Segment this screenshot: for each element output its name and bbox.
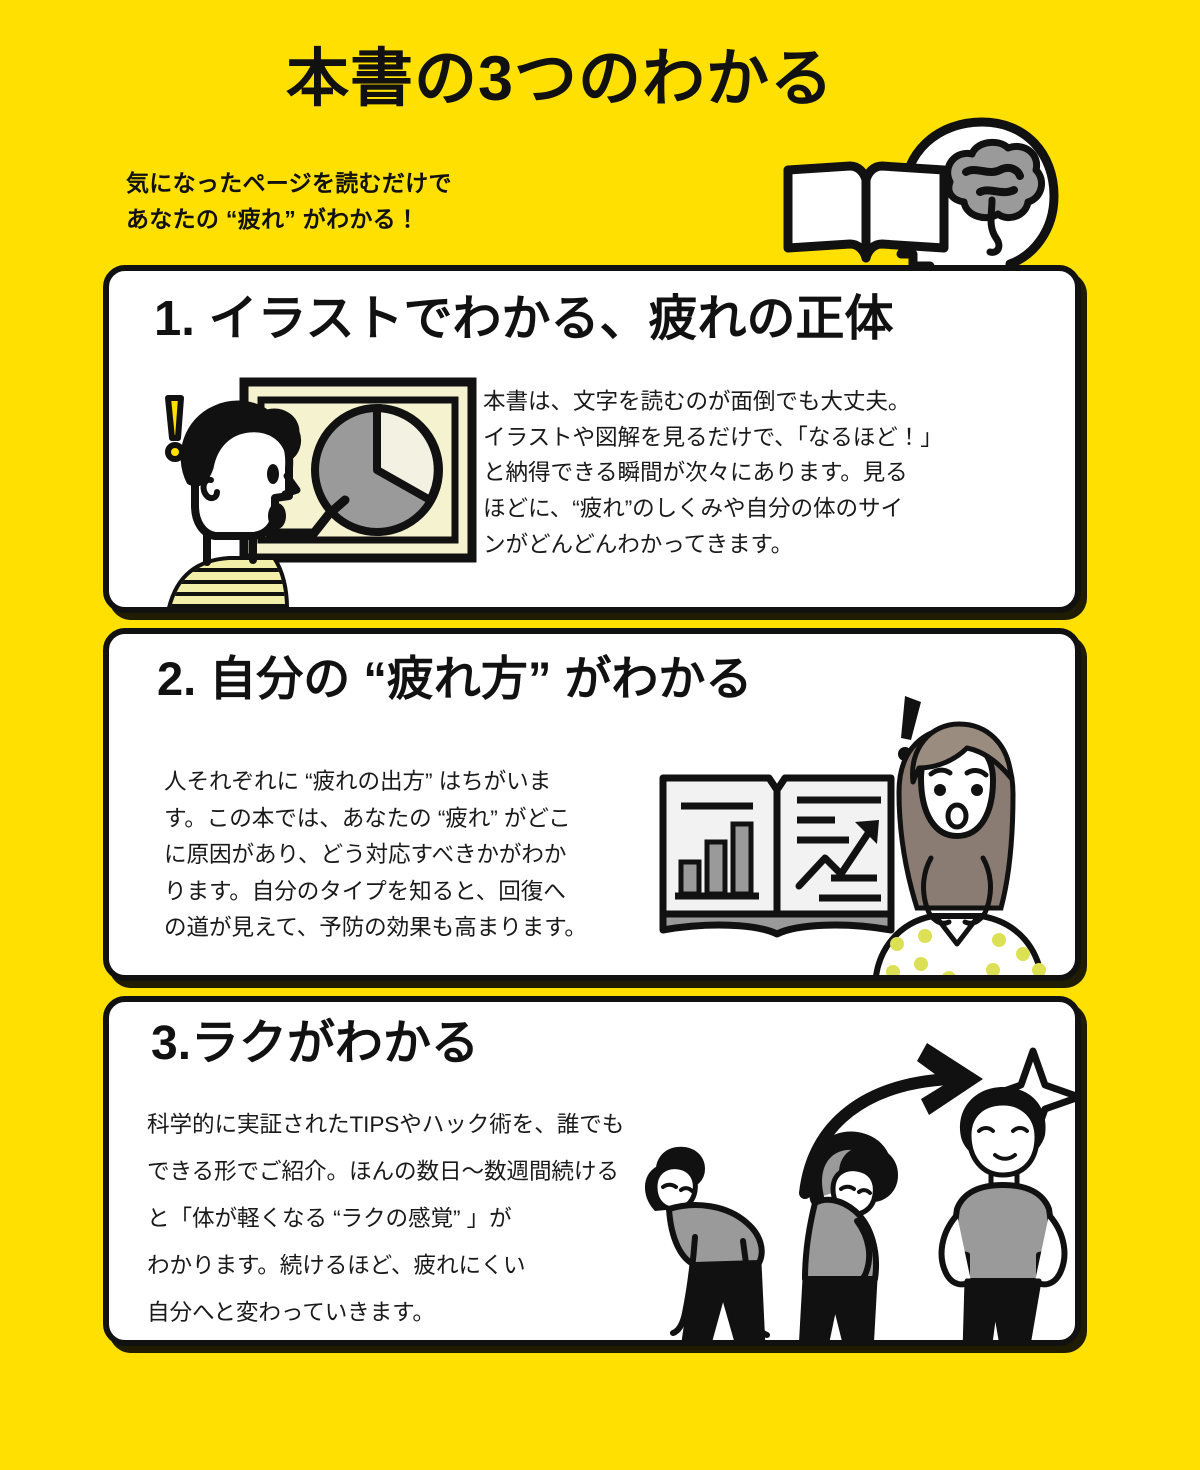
card-fatigue-type-understanding: 2. 自分の “疲れ方” がわかる — [103, 628, 1081, 981]
page-title: 本書の3つのわかる — [285, 44, 835, 114]
open-book-charts-woman-icon — [649, 682, 1075, 975]
card-2-body-line-2: す。この本では、あなたの “疲れ” がどこ — [164, 805, 571, 831]
card-3-body: 科学的に実証されたTIPSやハック術を、誰でも できる形でご紹介。ほんの数日〜数… — [147, 1102, 767, 1337]
man-viewing-pie-chart-icon — [149, 376, 479, 607]
card-3-body-line-3: と「体が軽くなる “ラクの感覚” 」が — [147, 1205, 512, 1231]
subtitle: 気になったページを読むだけで あなたの “疲れ” がわかる！ — [126, 166, 452, 237]
card-3-heading: 3.ラクがわかる — [151, 1017, 480, 1070]
card-2-body-line-5: の道が見えて、予防の効果も高まります。 — [164, 915, 587, 941]
subtitle-line-2: あなたの “疲れ” がわかる！ — [126, 205, 420, 232]
stretching-progression-icon — [599, 1027, 1075, 1340]
card-illustration-understanding: 1. イラストでわかる、疲れの正体 — [103, 265, 1081, 613]
card-1-body-line-4: ほどに、“疲れ”のしくみや自分の体のサイ — [483, 496, 903, 522]
card-3-body-line-2: できる形でご紹介。ほんの数日〜数週間続ける — [147, 1158, 619, 1184]
card-2-body-line-1: 人それぞれに “疲れの出方” はちがいま — [164, 769, 552, 794]
card-3-body-line-5: 自分へと変わっていきます。 — [147, 1299, 435, 1325]
subtitle-line-1: 気になったページを読むだけで — [126, 170, 452, 196]
card-1-body-line-1: 本書は、文字を読むのが面倒でも大丈夫。 — [483, 389, 911, 414]
card-3-body-line-1: 科学的に実証されたTIPSやハック術を、誰でも — [147, 1112, 625, 1137]
card-2-body: 人それぞれに “疲れの出方” はちがいま す。この本では、あなたの “疲れ” が… — [164, 764, 684, 947]
card-2-heading: 2. 自分の “疲れ方” がわかる — [157, 652, 753, 705]
card-2-body-line-3: に原因があり、どう対応すべきかがわか — [164, 842, 567, 868]
head-brain-book-icon — [770, 104, 1060, 304]
card-2-body-line-4: ります。自分のタイプを知ると、回復へ — [164, 878, 566, 904]
header: 本書の3つのわかる 気になったページを読むだけで あなたの “疲れ” がわかる！ — [0, 0, 1200, 304]
card-relief-understanding: 3.ラクがわかる — [103, 996, 1081, 1346]
card-1-body-line-5: ンがどんどんわかってきます。 — [483, 531, 794, 557]
card-1-body-line-3: と納得できる瞬間が次々にあります。見る — [483, 460, 908, 486]
card-1-body-line-2: イラストや図解を見るだけで、「なるほど！」 — [483, 424, 943, 450]
card-1-heading: 1. イラストでわかる、疲れの正体 — [154, 292, 894, 346]
card-3-body-line-4: わかります。続けるほど、疲れにくい — [147, 1252, 526, 1278]
card-1-body: 本書は、文字を読むのが面倒でも大丈夫。 イラストや図解を見るだけで、「なるほど！… — [483, 384, 1043, 562]
